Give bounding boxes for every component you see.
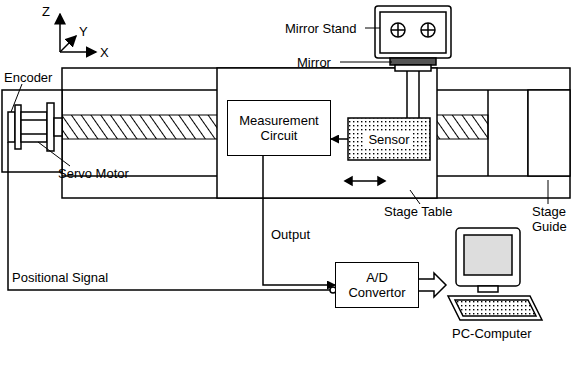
stage-guide: [62, 68, 570, 198]
stage-table: [217, 68, 437, 198]
edge-label: Output: [269, 227, 312, 242]
part-label: Encoder: [4, 70, 52, 85]
part-label: Mirror Stand: [285, 21, 357, 36]
signal-arrow: [331, 138, 348, 140]
leader-line: [11, 28, 548, 204]
signal-arrow: [263, 156, 335, 285]
part-label: Stage Table: [384, 204, 452, 219]
part-label: Stage Guide: [532, 204, 576, 234]
node-text: A/D Convertor: [336, 269, 418, 301]
part-label: Mirror: [297, 55, 331, 70]
part-label: Servo Motor: [58, 166, 129, 181]
sensor-hatch: [348, 118, 430, 160]
part-label: X: [100, 45, 109, 60]
part-label: PC-Computer: [452, 326, 531, 341]
sensor-box: Sensor: [348, 118, 430, 160]
node-text: Measurement Circuit: [228, 112, 330, 144]
pc-icon: [448, 228, 542, 320]
converter-box: A/D Convertor: [335, 262, 419, 308]
axes: [60, 14, 96, 52]
motion-arrow: [345, 177, 385, 185]
signal-wire: [8, 142, 336, 293]
node-text: Sensor: [365, 131, 412, 148]
servo-motor: [2, 90, 62, 172]
part-label: Positional Signal: [12, 270, 108, 285]
circuit-box: Measurement Circuit: [227, 100, 331, 156]
part-label: Y: [79, 24, 88, 39]
part-label: Z: [42, 4, 50, 19]
